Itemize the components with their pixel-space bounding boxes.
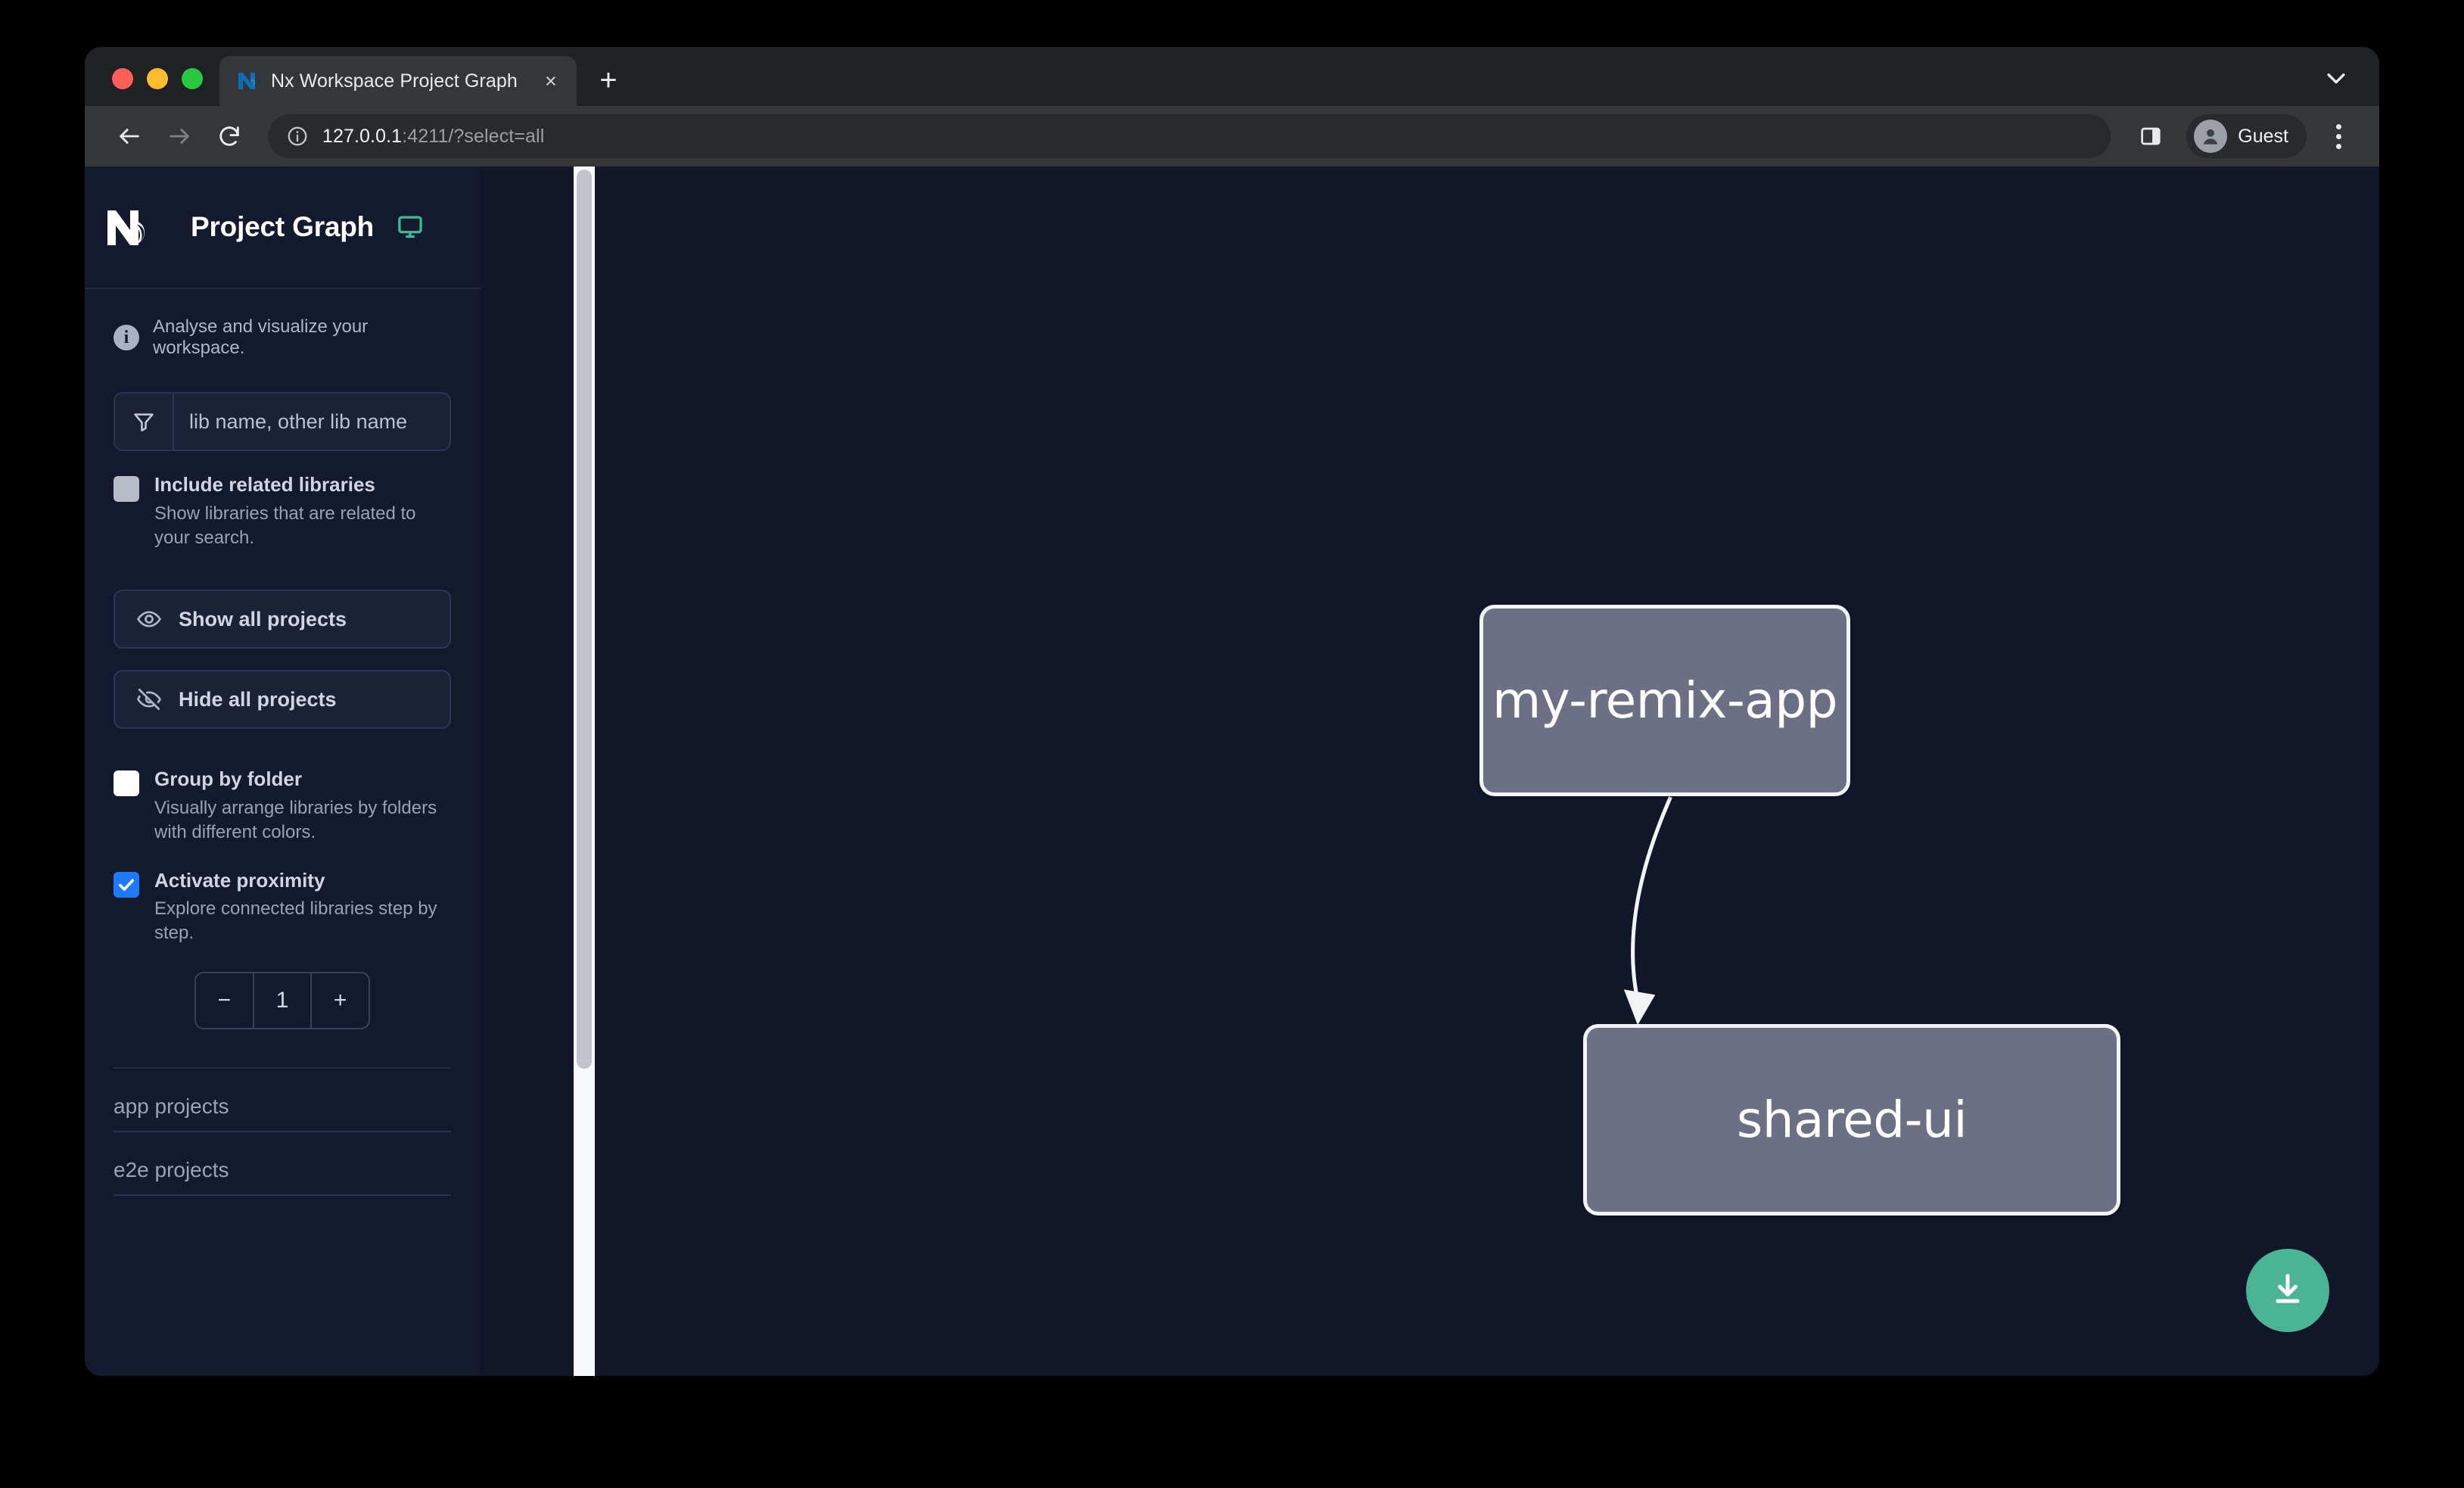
checkbox-include-related-libraries[interactable] <box>114 476 139 502</box>
address-bar[interactable]: 127.0.0.1:4211/?select=all <box>268 114 2111 158</box>
sidebar-header: Project Graph <box>85 167 480 289</box>
info-circle-icon[interactable] <box>286 125 309 148</box>
sidebar-scrollbar-thumb[interactable] <box>577 170 592 1069</box>
browser-toolbar: 127.0.0.1:4211/?select=all Guest <box>85 106 2379 167</box>
option-label: Include related libraries <box>154 473 375 496</box>
graph-node-my-remix-app[interactable]: my-remix-app <box>1479 605 1850 796</box>
sidebar-scroll-area: i Analyse and visualize your workspace. <box>85 289 480 1376</box>
address-bar-host: 127.0.0.1 <box>322 125 403 147</box>
graph-node-label: my-remix-app <box>1492 671 1838 730</box>
info-icon: i <box>114 325 139 350</box>
address-bar-path: :4211/?select=all <box>402 125 545 147</box>
workspace-info-text: Analyse and visualize your workspace. <box>153 316 369 358</box>
minimize-window-button[interactable] <box>147 68 168 89</box>
side-panel-icon[interactable] <box>2129 114 2173 158</box>
close-tab-button[interactable]: × <box>544 69 557 92</box>
maximize-window-button[interactable] <box>182 68 203 89</box>
address-bar-url: 127.0.0.1:4211/?select=all <box>322 126 544 148</box>
proximity-value: 1 <box>252 973 311 1028</box>
hide-all-projects-button[interactable]: Hide all projects <box>114 670 451 730</box>
eye-icon <box>136 606 162 632</box>
option-include-related-libraries[interactable]: Include related libraries Show libraries… <box>85 451 480 550</box>
option-label: Activate proximity <box>154 868 325 892</box>
graph-node-shared-ui[interactable]: shared-ui <box>1583 1024 2120 1216</box>
option-label: Group by folder <box>154 767 302 791</box>
browser-tab-active[interactable]: Nx Workspace Project Graph × <box>219 56 577 106</box>
profile-name-label: Guest <box>2238 125 2288 147</box>
e2e-projects-label: e2e projects <box>114 1157 229 1181</box>
reload-icon[interactable] <box>207 114 251 158</box>
option-activate-proximity[interactable]: Activate proximity Explore connected lib… <box>85 845 480 946</box>
show-all-projects-button[interactable]: Show all projects <box>114 590 451 649</box>
sidebar-scrollbar[interactable] <box>574 167 595 1376</box>
proximity-decrement-button[interactable]: − <box>217 987 232 1013</box>
checkbox-group-by-folder[interactable] <box>114 770 139 797</box>
proximity-stepper[interactable]: − 1 + <box>194 971 370 1029</box>
person-avatar-icon <box>2194 120 2228 153</box>
workspace-info: i Analyse and visualize your workspace. <box>85 289 480 375</box>
option-description: Explore connected libraries step by step… <box>154 898 437 944</box>
sidebar-section-e2e-projects[interactable]: e2e projects <box>114 1132 451 1196</box>
chevron-down-icon[interactable] <box>2319 61 2354 95</box>
three-dot-menu-icon[interactable] <box>2317 114 2360 158</box>
option-group-by-folder[interactable]: Group by folder Visually arrange librari… <box>85 729 480 845</box>
sidebar-divider <box>114 1066 451 1069</box>
browser-tab-title: Nx Workspace Project Graph <box>271 70 518 92</box>
profile-button[interactable]: Guest <box>2186 114 2307 158</box>
forward-arrow-icon[interactable] <box>157 114 201 158</box>
hide-all-projects-label: Hide all projects <box>179 687 337 711</box>
page-title: Project Graph <box>191 211 375 242</box>
search-input[interactable] <box>174 394 450 450</box>
back-arrow-icon[interactable] <box>107 114 151 158</box>
page-content: Project Graph i Analyse and visualize yo… <box>85 167 2379 1376</box>
filter-funnel-icon <box>115 394 174 450</box>
library-filter[interactable] <box>114 392 451 451</box>
checkbox-activate-proximity[interactable] <box>114 871 139 898</box>
option-description: Show libraries that are related to your … <box>154 503 416 548</box>
proximity-increment-button[interactable]: + <box>310 973 369 1028</box>
show-all-projects-label: Show all projects <box>179 607 347 630</box>
nx-logo-icon <box>236 69 260 93</box>
sidebar-section-app-projects[interactable]: app projects <box>114 1069 451 1132</box>
app-projects-label: app projects <box>114 1094 229 1118</box>
download-icon <box>2268 1269 2307 1312</box>
project-graph-canvas[interactable]: my-remix-app shared-ui <box>480 167 2379 1376</box>
window-traffic-lights <box>85 68 219 106</box>
browser-window: Nx Workspace Project Graph × + <box>85 47 2379 1376</box>
browser-tab-strip: Nx Workspace Project Graph × + <box>85 47 2379 106</box>
close-window-button[interactable] <box>112 68 133 89</box>
graph-node-label: shared-ui <box>1736 1091 1968 1149</box>
new-tab-button[interactable]: + <box>599 64 618 97</box>
sidebar: Project Graph i Analyse and visualize yo… <box>85 167 480 1376</box>
eye-slash-icon <box>136 686 162 712</box>
option-description: Visually arrange libraries by folders wi… <box>154 797 437 843</box>
nx-logo-icon <box>106 206 170 248</box>
monitor-icon[interactable] <box>397 213 424 241</box>
download-graph-button[interactable] <box>2246 1249 2329 1332</box>
